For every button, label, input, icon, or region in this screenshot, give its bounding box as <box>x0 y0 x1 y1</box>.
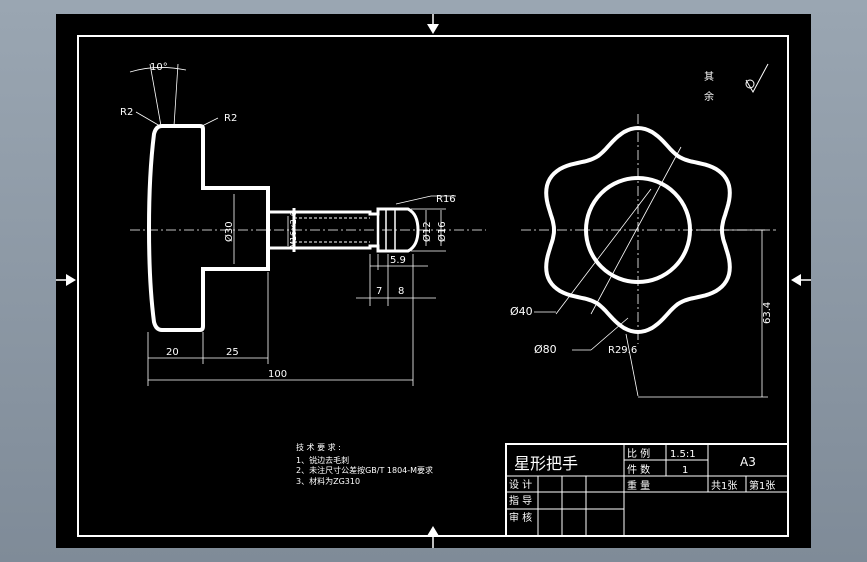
d40-label: Ø40 <box>510 305 533 318</box>
notes-heading: 技 术 要 求 : <box>296 442 341 452</box>
total-sheets: 共1张 <box>711 480 737 492</box>
design-label: 设 计 <box>509 478 532 491</box>
roughness-prefix: 其 <box>704 71 714 83</box>
m16-label: M16×2-6 <box>289 211 298 248</box>
d80-label: Ø80 <box>534 343 557 356</box>
notes-line-1: 1、锐边去毛刺 <box>296 455 349 465</box>
len-20-label: 20 <box>166 347 179 358</box>
notes-line-2: 2、未注尺寸公差按GB/T 1804-M要求 <box>296 465 433 475</box>
roughness-symbol <box>745 63 769 94</box>
drawing-canvas: 10° R2 R2 R16 Ø30 M16×2-6 Ø12 Ø16 5.9 7 … <box>56 14 811 548</box>
guide-label: 指 导 <box>509 494 532 507</box>
len-5-9-label: 5.9 <box>390 255 406 266</box>
r2-right-label: R2 <box>224 113 237 124</box>
r29-6-label: R29.6 <box>608 345 637 356</box>
weight-label: 重 量 <box>627 479 650 492</box>
r16-label: R16 <box>436 194 456 205</box>
d30-label: Ø30 <box>223 221 235 242</box>
angle-label: 10° <box>150 62 168 73</box>
d16-label: Ø16 <box>436 221 448 242</box>
roughness-suffix: 余 <box>704 90 714 103</box>
centering-marks <box>56 14 811 548</box>
quantity-value: 1 <box>682 465 688 476</box>
side-view <box>129 63 486 386</box>
scale-value: 1.5:1 <box>670 449 696 460</box>
len-7-label: 7 <box>376 286 382 297</box>
len-100-label: 100 <box>268 369 287 380</box>
len-25-label: 25 <box>226 347 239 358</box>
sheet-size: A3 <box>740 455 756 469</box>
drawing-sheet[interactable]: 10° R2 R2 R16 Ø30 M16×2-6 Ø12 Ø16 5.9 7 … <box>56 14 811 548</box>
review-label: 审 核 <box>509 511 532 524</box>
star-view <box>521 114 776 398</box>
len-8-label: 8 <box>398 286 404 297</box>
r2-left-label: R2 <box>120 107 133 118</box>
notes-line-3: 3、材料为ZG310 <box>296 476 360 486</box>
scale-label: 比 例 <box>627 447 650 460</box>
quantity-label: 件 数 <box>627 463 650 476</box>
d12-label: Ø12 <box>421 221 433 242</box>
part-name: 星形把手 <box>514 454 578 473</box>
drawing-frame <box>77 35 789 537</box>
sheet-number: 第1张 <box>749 479 775 492</box>
title-block <box>505 443 789 537</box>
h63-4-label: 63.4 <box>762 302 773 324</box>
